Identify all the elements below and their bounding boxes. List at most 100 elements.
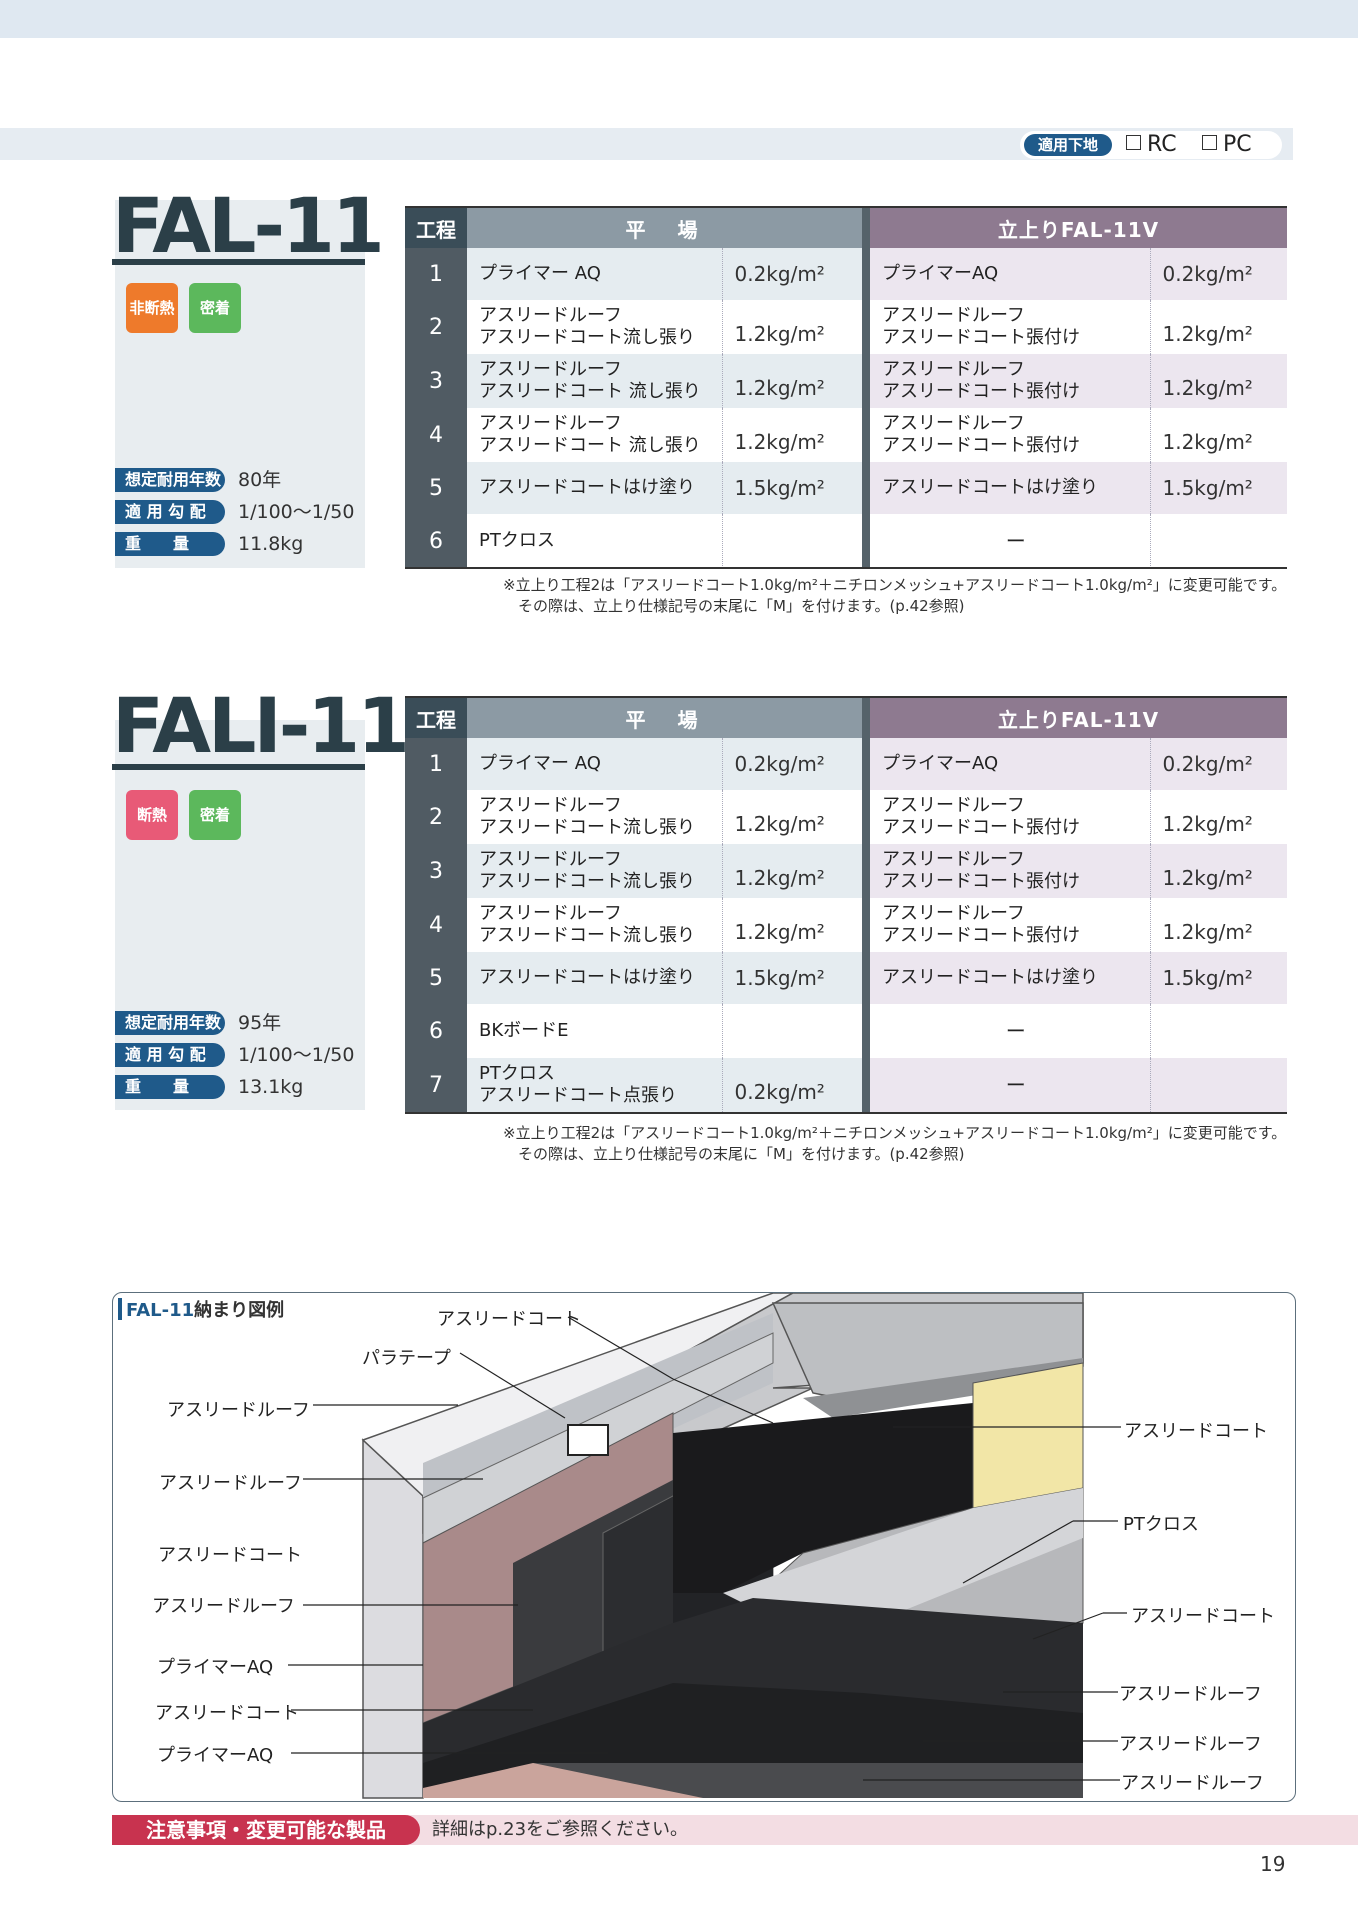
col-flat: 平 場 xyxy=(467,208,862,248)
flat-quantity xyxy=(721,1004,862,1058)
diagram-label: アスリードルーフ xyxy=(1121,1773,1264,1794)
upstand-quantity: 0.2kg/m² xyxy=(1149,738,1288,790)
flat-quantity: 1.2kg/m² xyxy=(721,354,862,408)
attr-label: 想定耐用年数 xyxy=(115,468,225,492)
flat-quantity: 1.2kg/m² xyxy=(721,300,862,354)
step-number: 1 xyxy=(405,738,467,790)
option-pc[interactable]: PC xyxy=(1202,132,1252,158)
col-upstand: 立上りFAL-11V xyxy=(870,698,1288,738)
diagram-label: アスリードコート xyxy=(155,1703,299,1724)
diagram-title: FAL-11納まり図例 xyxy=(126,1300,285,1321)
spec2-title: FALI-11 xyxy=(112,681,410,770)
diagram-label: プライマーAQ xyxy=(157,1745,274,1766)
checkbox-icon xyxy=(1126,135,1141,150)
top-band xyxy=(0,0,1358,38)
upstand-material: アスリードコートはけ塗り xyxy=(870,952,1150,1004)
column-separator xyxy=(862,408,870,462)
flat-quantity: 0.2kg/m² xyxy=(721,738,862,790)
attr-label: 適 用 勾 配 xyxy=(115,1043,225,1067)
badge-non-insulated: 非断熱 xyxy=(126,283,178,333)
upstand-material: アスリードルーフアスリードコート張付け xyxy=(870,844,1150,898)
column-separator xyxy=(862,300,870,354)
attr-value: 95年 xyxy=(238,1012,282,1034)
base-label: 適用下地 xyxy=(1024,134,1112,156)
upstand-material: プライマーAQ xyxy=(870,248,1150,300)
upstand-material: アスリードルーフアスリードコート張付け xyxy=(870,354,1150,408)
upstand-quantity: 1.5kg/m² xyxy=(1149,462,1288,514)
spec1-note: その際は、立上り仕様記号の末尾に「M」を付けます。(p.42参照) xyxy=(518,597,965,615)
step-number: 3 xyxy=(405,354,467,408)
upstand-material: アスリードルーフアスリードコート張付け xyxy=(870,408,1150,462)
roof-section-illustration xyxy=(288,1293,1127,1799)
flat-material: アスリードルーフアスリードコート流し張り xyxy=(467,790,722,844)
flat-quantity xyxy=(721,514,862,568)
badge-insulated: 断熱 xyxy=(126,790,178,840)
checkbox-icon xyxy=(1202,135,1217,150)
table-top-rule xyxy=(405,206,1287,208)
flat-quantity: 1.2kg/m² xyxy=(721,898,862,952)
column-separator xyxy=(862,898,870,952)
upstand-material: ー xyxy=(870,514,1150,568)
upstand-material: アスリードルーフアスリードコート張付け xyxy=(870,300,1150,354)
flat-quantity: 1.2kg/m² xyxy=(721,790,862,844)
table-bottom-rule xyxy=(405,567,1287,569)
column-separator xyxy=(862,738,870,790)
upstand-material: アスリードコートはけ塗り xyxy=(870,462,1150,514)
attr-value: 80年 xyxy=(238,469,282,491)
flat-material: アスリードルーフアスリードコート流し張り xyxy=(467,898,722,952)
badge-adhered: 密着 xyxy=(189,283,241,333)
step-number: 1 xyxy=(405,248,467,300)
upstand-quantity: 1.2kg/m² xyxy=(1149,790,1288,844)
col-process: 工程 xyxy=(405,698,467,738)
step-number: 2 xyxy=(405,790,467,844)
flat-material: アスリードコートはけ塗り xyxy=(467,952,722,1004)
diagram-label: プライマーAQ xyxy=(157,1657,274,1678)
spec2-note: その際は、立上り仕様記号の末尾に「M」を付けます。(p.42参照) xyxy=(518,1145,965,1163)
table-top-rule xyxy=(405,696,1287,698)
diagram-label: アスリードコート xyxy=(158,1545,302,1566)
attr-value: 11.8kg xyxy=(238,533,304,555)
column-separator xyxy=(862,952,870,1004)
column-separator xyxy=(862,248,870,300)
col-flat: 平 場 xyxy=(467,698,862,738)
upstand-material: アスリードルーフアスリードコート張付け xyxy=(870,790,1150,844)
upstand-material: ー xyxy=(870,1058,1150,1112)
diagram-label: アスリードルーフ xyxy=(1119,1684,1262,1705)
title-underline xyxy=(112,259,365,265)
column-separator xyxy=(862,1058,870,1112)
flat-material: プライマー AQ xyxy=(467,248,722,300)
diagram-label: パラテープ xyxy=(362,1348,451,1369)
diagram-label: アスリードコート xyxy=(1124,1421,1268,1442)
col-upstand: 立上りFAL-11V xyxy=(870,208,1288,248)
step-number: 5 xyxy=(405,952,467,1004)
column-separator xyxy=(862,514,870,568)
upstand-quantity xyxy=(1149,1004,1288,1058)
step-number: 4 xyxy=(405,898,467,952)
upstand-material: ー xyxy=(870,1004,1150,1058)
attr-value: 1/100〜1/50 xyxy=(238,1044,355,1066)
upstand-quantity xyxy=(1149,514,1288,568)
flat-quantity: 0.2kg/m² xyxy=(721,248,862,300)
flat-material: アスリードコートはけ塗り xyxy=(467,462,722,514)
flat-material: アスリードルーフアスリードコート 流し張り xyxy=(467,354,722,408)
step-number: 5 xyxy=(405,462,467,514)
upstand-quantity: 1.2kg/m² xyxy=(1149,844,1288,898)
attr-value: 1/100〜1/50 xyxy=(238,501,355,523)
upstand-quantity: 1.2kg/m² xyxy=(1149,300,1288,354)
flat-material: アスリードルーフアスリードコート流し張り xyxy=(467,300,722,354)
step-number: 7 xyxy=(405,1058,467,1112)
step-number: 3 xyxy=(405,844,467,898)
flat-material: PTクロスアスリードコート点張り xyxy=(467,1058,722,1112)
option-rc[interactable]: RC xyxy=(1126,132,1177,158)
flat-material: プライマー AQ xyxy=(467,738,722,790)
flat-material: アスリードルーフアスリードコート 流し張り xyxy=(467,408,722,462)
caution-label: 注意事項・変更可能な製品 xyxy=(112,1815,420,1845)
